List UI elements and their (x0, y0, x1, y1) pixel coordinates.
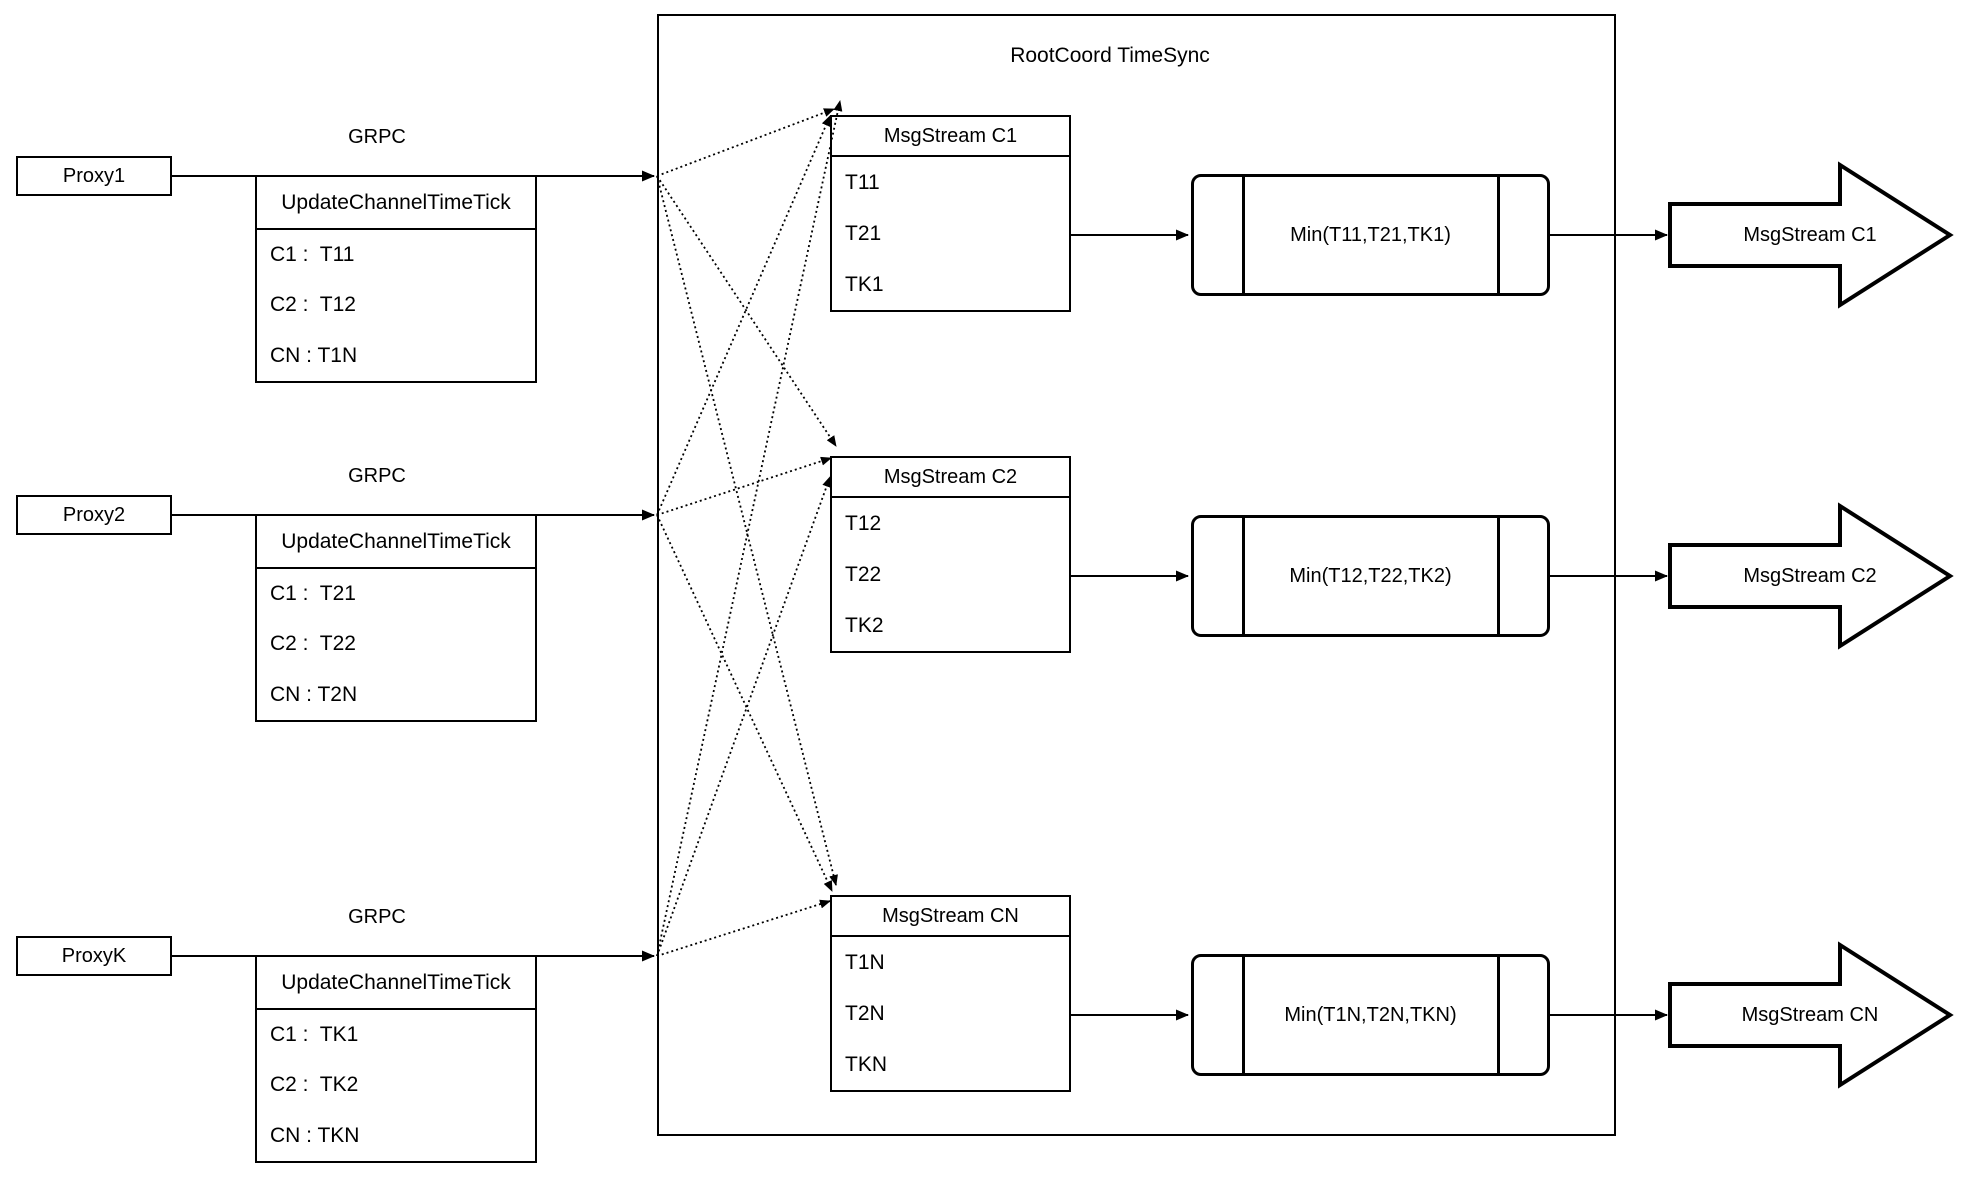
table-row: T2N (845, 1001, 885, 1025)
msgstream-c1-table: MsgStream C1 T11 T21 TK1 (830, 115, 1071, 312)
msgstream-c2-table: MsgStream C2 T12 T22 TK2 (830, 456, 1071, 653)
output-arrow-c1-label: MsgStream C1 (1743, 223, 1877, 246)
min-box-cn: Min(T1N,T2N,TKN) (1191, 954, 1550, 1076)
table-row: C2 : T22 (270, 632, 356, 656)
table-row: C1 : TK1 (270, 1023, 359, 1047)
table-row: TKN (845, 1052, 887, 1076)
output-arrow-c2-label: MsgStream C2 (1743, 564, 1877, 587)
table-row: TK2 (845, 613, 884, 637)
table-row: T21 (845, 221, 882, 245)
min-box-left-bar (1242, 957, 1245, 1073)
table-row: C2 : TK2 (270, 1073, 359, 1097)
output-arrow-cn-label: MsgStream CN (1741, 1003, 1879, 1026)
table-row: CN : TKN (270, 1123, 360, 1147)
min-box-right-bar (1497, 957, 1500, 1073)
table-row: T12 (845, 511, 882, 535)
grpc-label-2: GRPC (348, 464, 406, 487)
table-row: C2 : T12 (270, 293, 356, 317)
update-timetick-table-1-header: UpdateChannelTimeTick (257, 177, 535, 230)
min-box-cn-label: Min(T1N,T2N,TKN) (1284, 1003, 1457, 1026)
update-timetick-table-3-header: UpdateChannelTimeTick (257, 957, 535, 1010)
proxy1-box: Proxy1 (16, 156, 172, 196)
grpc-label-3: GRPC (348, 905, 406, 928)
msgstream-cn-table-header: MsgStream CN (832, 897, 1069, 937)
min-box-c1: Min(T11,T21,TK1) (1191, 174, 1550, 296)
proxy2-box: Proxy2 (16, 495, 172, 535)
table-row: T11 (845, 170, 880, 194)
min-box-right-bar (1497, 177, 1500, 293)
min-box-c2-label: Min(T12,T22,TK2) (1289, 564, 1452, 587)
min-box-right-bar (1497, 518, 1500, 634)
min-box-left-bar (1242, 518, 1245, 634)
table-row: CN : T2N (270, 682, 358, 706)
table-row: TK1 (845, 272, 884, 296)
msgstream-cn-table: MsgStream CN T1N T2N TKN (830, 895, 1071, 1092)
update-timetick-table-2: UpdateChannelTimeTick C1 : T21 C2 : T22 … (255, 514, 537, 722)
table-row: T22 (845, 562, 882, 586)
output-block-arrows (1668, 161, 1954, 1089)
msgstream-c1-table-header: MsgStream C1 (832, 117, 1069, 157)
proxyk-box: ProxyK (16, 936, 172, 976)
min-box-left-bar (1242, 177, 1245, 293)
table-row: C1 : T21 (270, 582, 356, 606)
table-row: C1 : T11 (270, 243, 355, 267)
min-box-c2: Min(T12,T22,TK2) (1191, 515, 1550, 637)
table-row: T1N (845, 950, 885, 974)
grpc-label-1: GRPC (348, 125, 406, 148)
rootcoord-timesync-title: RootCoord TimeSync (1010, 44, 1210, 67)
min-box-c1-label: Min(T11,T21,TK1) (1290, 223, 1451, 246)
msgstream-c2-table-header: MsgStream C2 (832, 458, 1069, 498)
update-timetick-table-3: UpdateChannelTimeTick C1 : TK1 C2 : TK2 … (255, 955, 537, 1163)
table-row: CN : T1N (270, 343, 358, 367)
update-timetick-table-2-header: UpdateChannelTimeTick (257, 516, 535, 569)
update-timetick-table-1: UpdateChannelTimeTick C1 : T11 C2 : T12 … (255, 175, 537, 383)
